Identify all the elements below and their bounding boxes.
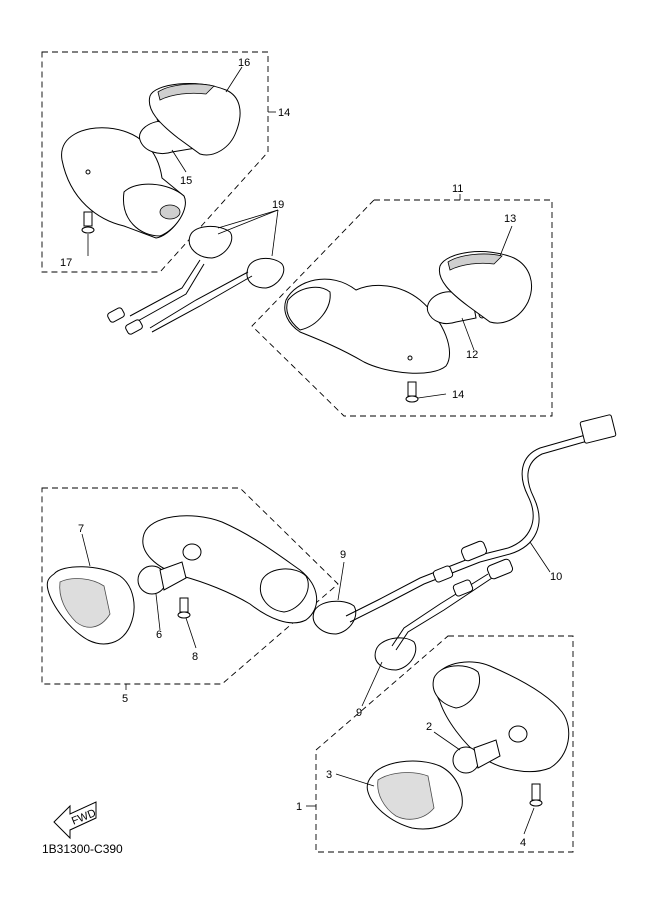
callout-2: 2: [426, 721, 432, 733]
group-box-5: [41, 487, 339, 685]
fwd-arrow-icon: FWD: [53, 801, 98, 840]
callout-4: 4: [520, 837, 526, 849]
callout-9-upper: 9: [340, 549, 346, 561]
upper-wiring: [107, 259, 253, 335]
callout-11: 11: [452, 183, 463, 195]
callout-5: 5: [122, 693, 128, 705]
callout-1: 1: [296, 801, 302, 813]
lower-right-signal: [366, 661, 570, 830]
callout-10: 10: [550, 571, 562, 583]
callout-18: 17: [60, 257, 72, 269]
callout-6: 6: [156, 629, 162, 641]
callout-19: 19: [272, 199, 284, 211]
leader-lines: [81, 66, 551, 835]
group-box-15: [41, 51, 269, 273]
fwd-label: FWD: [70, 807, 98, 828]
callout-7: 7: [78, 523, 84, 535]
callout-17: 16: [238, 57, 250, 69]
callout-labels: 16 14 15 17 19 11 13 12 14 7 6 8 9 5 10 …: [60, 57, 562, 849]
callout-15: 14: [278, 107, 290, 119]
callout-14: 14: [452, 389, 464, 401]
callout-12: 12: [466, 349, 478, 361]
lead-wire-10: [345, 414, 617, 651]
grommet-9-right: [374, 637, 417, 671]
callout-9-lower: 9: [356, 707, 362, 719]
drawing-code: 1B31300-C390: [42, 842, 123, 856]
upper-left-signal: [61, 82, 241, 239]
callout-3: 3: [326, 769, 332, 781]
group-box-1: [315, 635, 574, 853]
grommet-9-left: [312, 600, 357, 635]
callout-16: 15: [180, 175, 192, 187]
grommets-19: [188, 226, 285, 289]
callout-8: 8: [192, 651, 198, 663]
lower-left-signal: [46, 515, 318, 645]
upper-right-signal: [284, 251, 532, 403]
callout-13: 13: [504, 213, 516, 225]
